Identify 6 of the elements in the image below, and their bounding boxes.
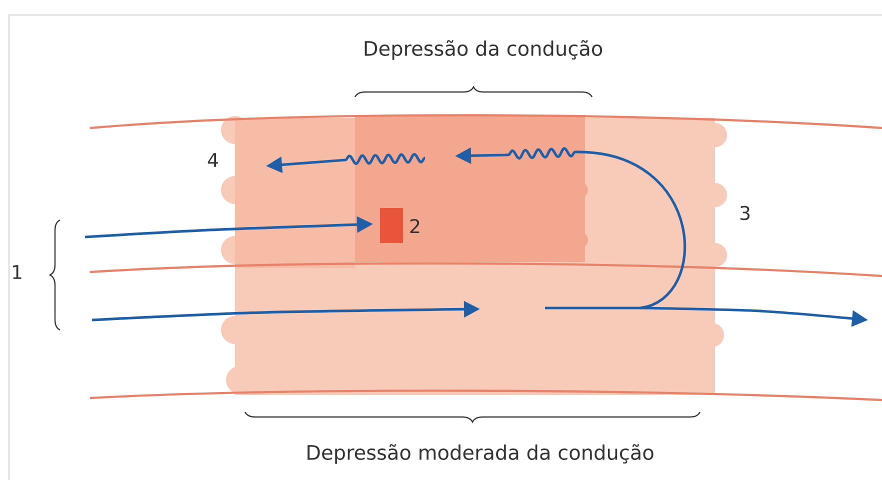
callout-number: 1 <box>13 265 22 279</box>
heading-label: Depressão moderada da condução <box>308 444 654 464</box>
heading-label: Depressão da condução <box>364 40 602 60</box>
callout-number: 4 <box>208 153 218 167</box>
callout-number: 3 <box>740 206 750 220</box>
callout-number: 2 <box>410 218 420 234</box>
